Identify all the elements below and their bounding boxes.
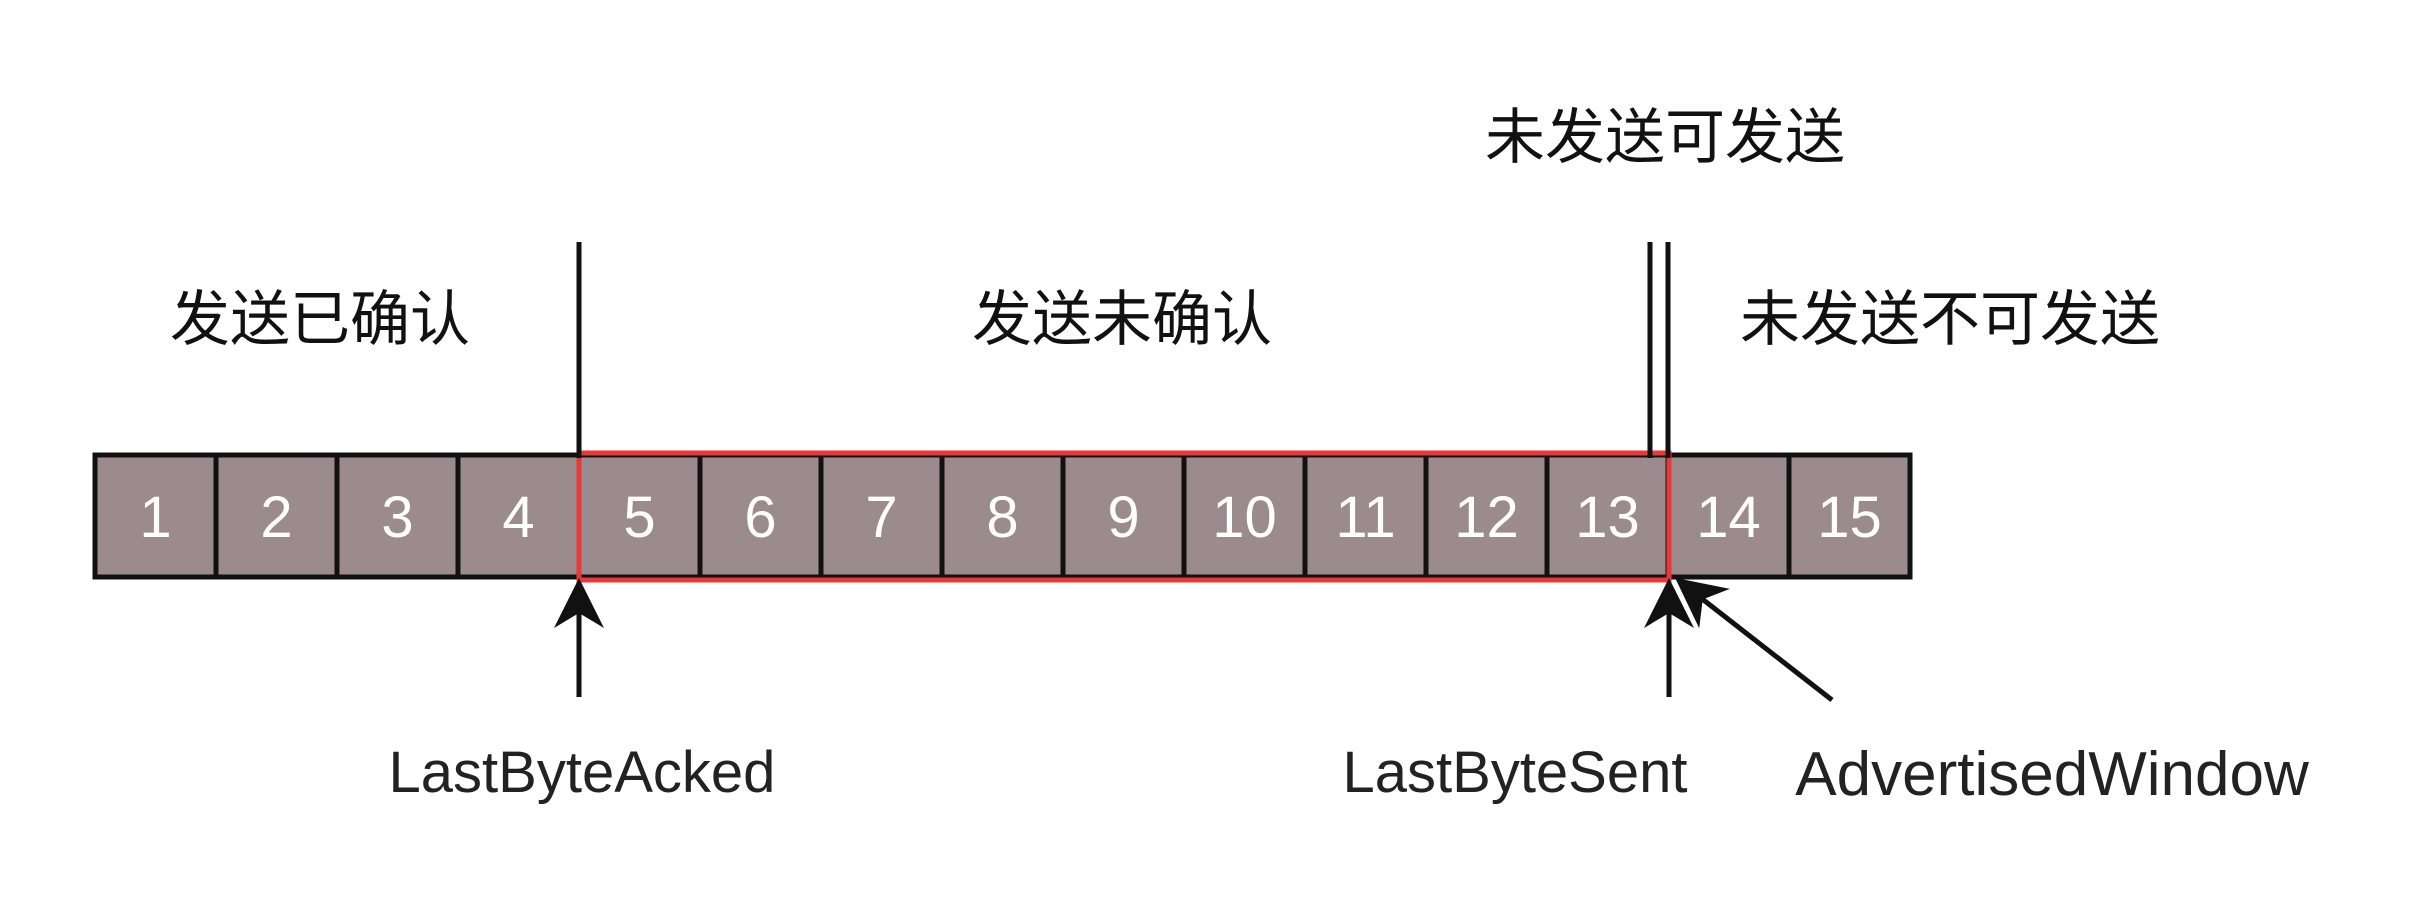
byte-cell xyxy=(1181,452,1308,580)
byte-cell-label: 11 xyxy=(1335,485,1395,550)
byte-cell-label: 12 xyxy=(1454,485,1519,550)
sent-unacked-window xyxy=(576,450,1672,583)
advertised-window-arrow xyxy=(1675,577,1834,702)
byte-cell xyxy=(334,452,461,580)
label-last-byte-sent: LastByteSent xyxy=(1343,740,1688,805)
byte-cell xyxy=(697,452,824,580)
byte-cell-label: 7 xyxy=(865,485,897,550)
byte-cell xyxy=(818,452,945,580)
byte-cell xyxy=(1544,452,1671,580)
byte-cell-label: 10 xyxy=(1212,485,1277,550)
byte-cell-label: 6 xyxy=(744,485,776,550)
label-last-byte-acked: LastByteAcked xyxy=(389,740,776,805)
label-unsent-sendable: 未发送可发送 xyxy=(1485,104,1845,171)
byte-cell xyxy=(92,452,219,580)
byte-cell-label: 13 xyxy=(1575,485,1640,550)
byte-cell-label: 2 xyxy=(260,485,292,550)
byte-cell xyxy=(1060,452,1187,580)
byte-cell xyxy=(1786,452,1913,580)
label-sent-unacked: 发送未确认 xyxy=(972,286,1272,353)
byte-cell-label: 14 xyxy=(1696,485,1761,550)
label-sent-acked: 发送已确认 xyxy=(170,286,470,353)
label-advertised-window: AdvertisedWindow xyxy=(1795,740,2309,809)
byte-cell xyxy=(1423,452,1550,580)
byte-cell xyxy=(939,452,1066,580)
byte-cell-label: 4 xyxy=(502,485,534,550)
byte-cell xyxy=(213,452,340,580)
byte-cell-label: 3 xyxy=(381,485,413,550)
label-unsent-unsendable: 未发送不可发送 xyxy=(1740,286,2160,353)
byte-cell-label: 5 xyxy=(623,485,655,550)
byte-cell-label: 1 xyxy=(139,485,171,550)
byte-cell-label: 8 xyxy=(986,485,1018,550)
byte-cell-label: 9 xyxy=(1107,485,1139,550)
byte-cell-label: 15 xyxy=(1817,485,1882,550)
byte-cell xyxy=(1665,452,1792,580)
